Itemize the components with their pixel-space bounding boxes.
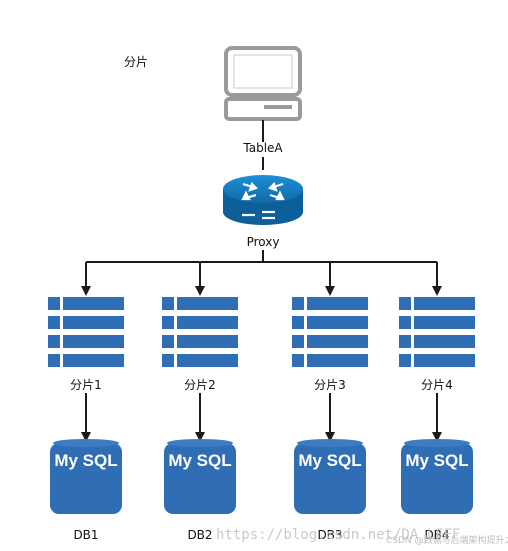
db-engine-label: My SQL bbox=[168, 451, 231, 470]
table-icon bbox=[292, 297, 368, 367]
shard-3: 分片3 My SQL DB3 bbox=[292, 262, 368, 542]
table-icon bbox=[162, 297, 238, 367]
db-engine-label: My SQL bbox=[298, 451, 361, 470]
shard-label: 分片1 bbox=[70, 378, 102, 392]
shard-1: 分片1 My SQL DB1 bbox=[48, 262, 124, 542]
db-label: DB1 bbox=[73, 528, 98, 542]
mysql-database-icon: My SQL bbox=[164, 439, 236, 514]
shards-layer: 分片1 My SQL DB1 分片2 My SQL DB2 分片3 My SQL DB3 分片4M… bbox=[48, 262, 475, 542]
proxy-label: Proxy bbox=[247, 235, 280, 249]
router-icon bbox=[223, 175, 303, 225]
mysql-database-icon: My SQL bbox=[50, 439, 122, 514]
watermark-url: https://blog.csdn.net/DA_LFFF bbox=[216, 527, 460, 543]
db-label: DB4 bbox=[424, 528, 449, 542]
shard-label: 分片2 bbox=[184, 378, 216, 392]
table-icon bbox=[399, 297, 475, 367]
diagram-title: 分片 bbox=[124, 55, 148, 69]
db-label: DB2 bbox=[187, 528, 212, 542]
client-label: TableA bbox=[242, 141, 283, 155]
watermark-author: CSDN @数据与后端架构提升之路 bbox=[386, 534, 508, 546]
shard-4: 分片4 My SQL DB4 bbox=[399, 262, 475, 542]
db-engine-label: My SQL bbox=[405, 451, 468, 470]
computer-icon bbox=[224, 46, 302, 121]
shard-label: 分片3 bbox=[314, 378, 346, 392]
db-label: DB3 bbox=[317, 528, 342, 542]
mysql-database-icon: My SQL bbox=[294, 439, 366, 514]
table-icon bbox=[48, 297, 124, 367]
mysql-database-icon: My SQL bbox=[401, 439, 473, 514]
db-engine-label: My SQL bbox=[54, 451, 117, 470]
shard-2: 分片2 My SQL DB2 bbox=[162, 262, 238, 542]
shard-label: 分片4 bbox=[421, 378, 453, 392]
